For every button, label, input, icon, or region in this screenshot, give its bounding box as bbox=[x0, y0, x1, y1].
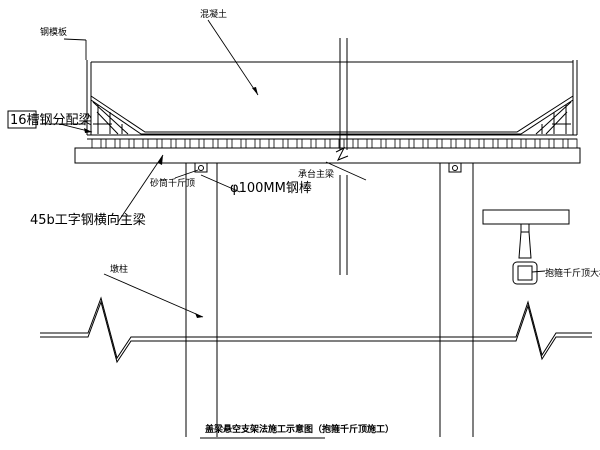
distribution-beam bbox=[413, 138, 424, 149]
label-anchor-bolt: φ100MM钢棒 bbox=[230, 181, 312, 196]
center-post bbox=[335, 38, 349, 275]
pier-columns bbox=[185, 163, 474, 437]
label-i45b-beam: 45b工字钢横向主梁 bbox=[30, 212, 146, 228]
i45b-main-beam bbox=[74, 147, 581, 164]
distribution-beam bbox=[427, 138, 438, 149]
distribution-beam bbox=[441, 138, 452, 149]
drawing-caption: 盖梁悬空支架法施工示意图（抱箍千斤顶施工） bbox=[205, 423, 394, 435]
distribution-beam bbox=[119, 138, 130, 149]
distribution-beam bbox=[161, 138, 172, 149]
distribution-beam bbox=[371, 138, 382, 149]
distribution-beam bbox=[469, 138, 480, 149]
distribution-beam bbox=[245, 138, 256, 149]
distribution-beam bbox=[567, 138, 578, 149]
label-concrete: 混凝土 bbox=[200, 8, 227, 20]
label-bent-cap: 承台主梁 bbox=[298, 168, 334, 180]
label-pier-column: 墩柱 bbox=[110, 263, 128, 275]
distribution-beam bbox=[357, 138, 368, 149]
i16-distribution-beams bbox=[91, 138, 578, 149]
distribution-beam bbox=[189, 138, 200, 149]
distribution-beam bbox=[539, 138, 550, 149]
distribution-beam bbox=[133, 138, 144, 149]
distribution-beam bbox=[553, 138, 564, 149]
distribution-beam bbox=[203, 138, 214, 149]
distribution-beam bbox=[259, 138, 270, 149]
jack-blocks bbox=[194, 162, 462, 173]
distribution-beam bbox=[147, 138, 158, 149]
label-steel-plate: 钢模板 bbox=[40, 26, 67, 38]
distribution-beam bbox=[217, 138, 228, 149]
distribution-beam bbox=[175, 138, 186, 149]
distribution-beam bbox=[483, 138, 494, 149]
left-haunch-brace bbox=[92, 101, 129, 135]
label-sand-jack: 砂筒千斤顶 bbox=[150, 177, 195, 189]
distribution-beam bbox=[399, 138, 410, 149]
distribution-beam bbox=[525, 138, 536, 149]
distribution-beam bbox=[301, 138, 312, 149]
label-i16-beam: 16槽钢分配梁 bbox=[10, 113, 92, 128]
distribution-beam bbox=[91, 138, 102, 149]
label-hoop-detail: 抱箍千斤顶大样图 bbox=[545, 267, 600, 279]
hoop-jack-detail bbox=[482, 209, 570, 285]
leader-lines bbox=[40, 19, 546, 439]
distribution-beam bbox=[273, 138, 284, 149]
formwork bbox=[86, 60, 578, 140]
distribution-beam bbox=[511, 138, 522, 149]
arrow-heads bbox=[84, 87, 258, 318]
distribution-beam bbox=[287, 138, 298, 149]
right-haunch-brace bbox=[535, 101, 572, 135]
distribution-beam bbox=[329, 138, 340, 149]
distribution-beam bbox=[315, 138, 326, 149]
distribution-beam bbox=[455, 138, 466, 149]
distribution-beam bbox=[343, 138, 354, 149]
distribution-beam bbox=[105, 138, 116, 149]
ground-break-line bbox=[40, 296, 592, 364]
distribution-beam bbox=[231, 138, 242, 149]
distribution-beam bbox=[497, 138, 508, 149]
distribution-beam bbox=[385, 138, 396, 149]
